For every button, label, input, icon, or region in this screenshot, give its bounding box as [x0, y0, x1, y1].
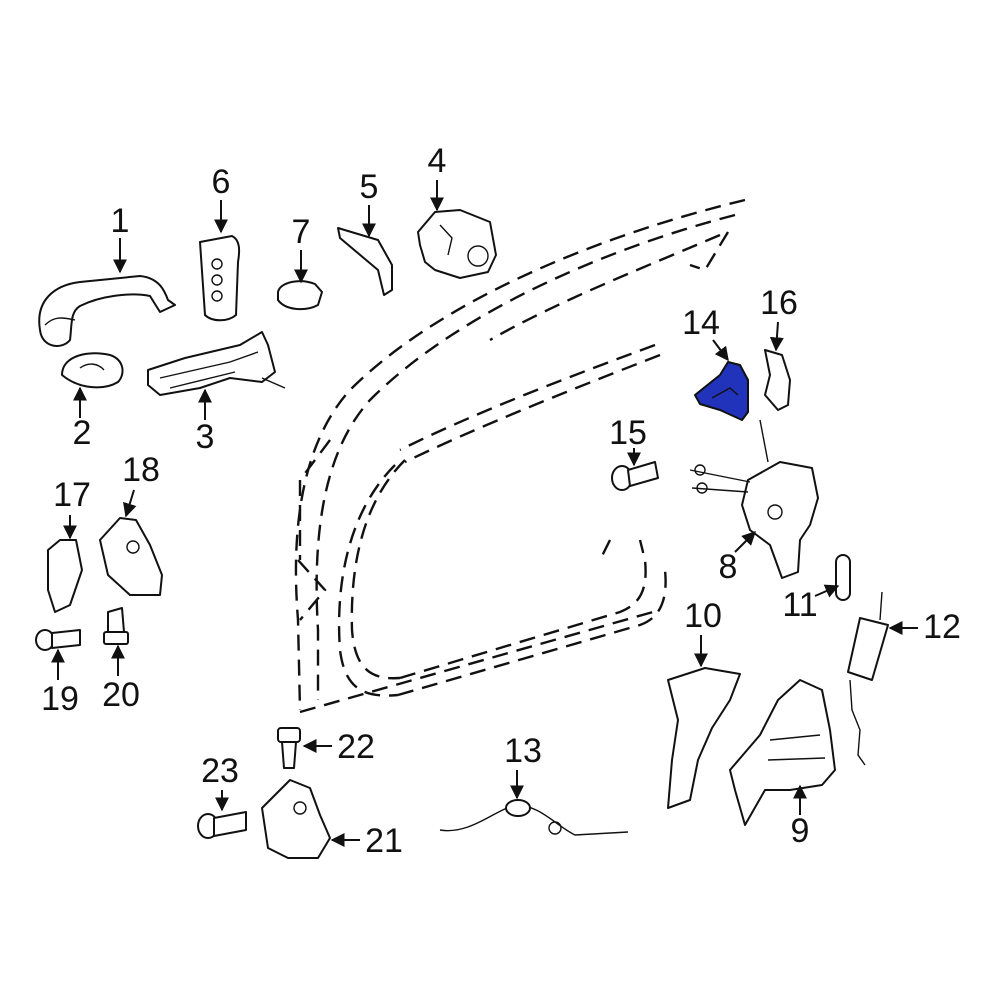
callout-9: 9	[791, 812, 810, 850]
door-outline	[294, 198, 746, 714]
part-22-bolt	[277, 727, 301, 769]
part-15-screw	[611, 461, 659, 491]
callout-17: 17	[53, 476, 91, 514]
part-19-screw	[35, 629, 81, 651]
callout-23: 23	[201, 752, 239, 790]
part-7-cap	[277, 280, 323, 311]
callout-10: 10	[684, 597, 722, 635]
part-17-bracket	[47, 539, 83, 613]
callout-2: 2	[73, 414, 92, 452]
part-6-key-fob	[199, 235, 241, 322]
callout-5: 5	[360, 168, 379, 206]
callout-21: 21	[365, 822, 403, 860]
callout-18: 18	[122, 451, 160, 489]
part-20-bolt	[103, 607, 129, 645]
part-21-lock-unit	[261, 779, 331, 859]
part-16-plate	[764, 349, 791, 411]
callout-11: 11	[782, 586, 817, 624]
part-4-lock-cylinder	[417, 209, 497, 279]
part-11-striker	[835, 554, 851, 601]
callout-16: 16	[760, 284, 798, 322]
callout-7: 7	[292, 213, 311, 251]
callout-20: 20	[102, 676, 140, 714]
callout-4: 4	[428, 142, 447, 180]
part-12-damper	[847, 591, 889, 766]
part-23-screw	[197, 811, 247, 839]
part-13-cable	[439, 799, 629, 836]
part-3-handle-carrier	[147, 331, 286, 396]
part-8-door-latch	[689, 419, 819, 579]
part-18-actuator	[99, 517, 163, 596]
callout-22: 22	[337, 728, 375, 766]
callout-3: 3	[196, 418, 215, 456]
callout-15: 15	[609, 414, 647, 452]
callout-labels: 1 2 3 4 5 6 7 8 9 10 11 12 13 14 15 16 1…	[41, 142, 961, 860]
callout-8: 8	[719, 548, 738, 586]
callout-1: 1	[111, 202, 130, 240]
callout-6: 6	[212, 163, 231, 201]
callout-14: 14	[682, 304, 720, 342]
callout-12: 12	[923, 608, 961, 646]
part-14-highlighted	[694, 361, 749, 421]
part-1-handle	[38, 275, 176, 347]
part-10-cover	[667, 667, 741, 809]
part-9-lock-actuator	[729, 679, 836, 826]
callout-19: 19	[41, 680, 79, 718]
part-5-bracket	[337, 227, 393, 296]
callout-13: 13	[504, 732, 542, 770]
part-2-handle-cover	[61, 352, 124, 389]
leader-arrows	[51, 180, 918, 847]
